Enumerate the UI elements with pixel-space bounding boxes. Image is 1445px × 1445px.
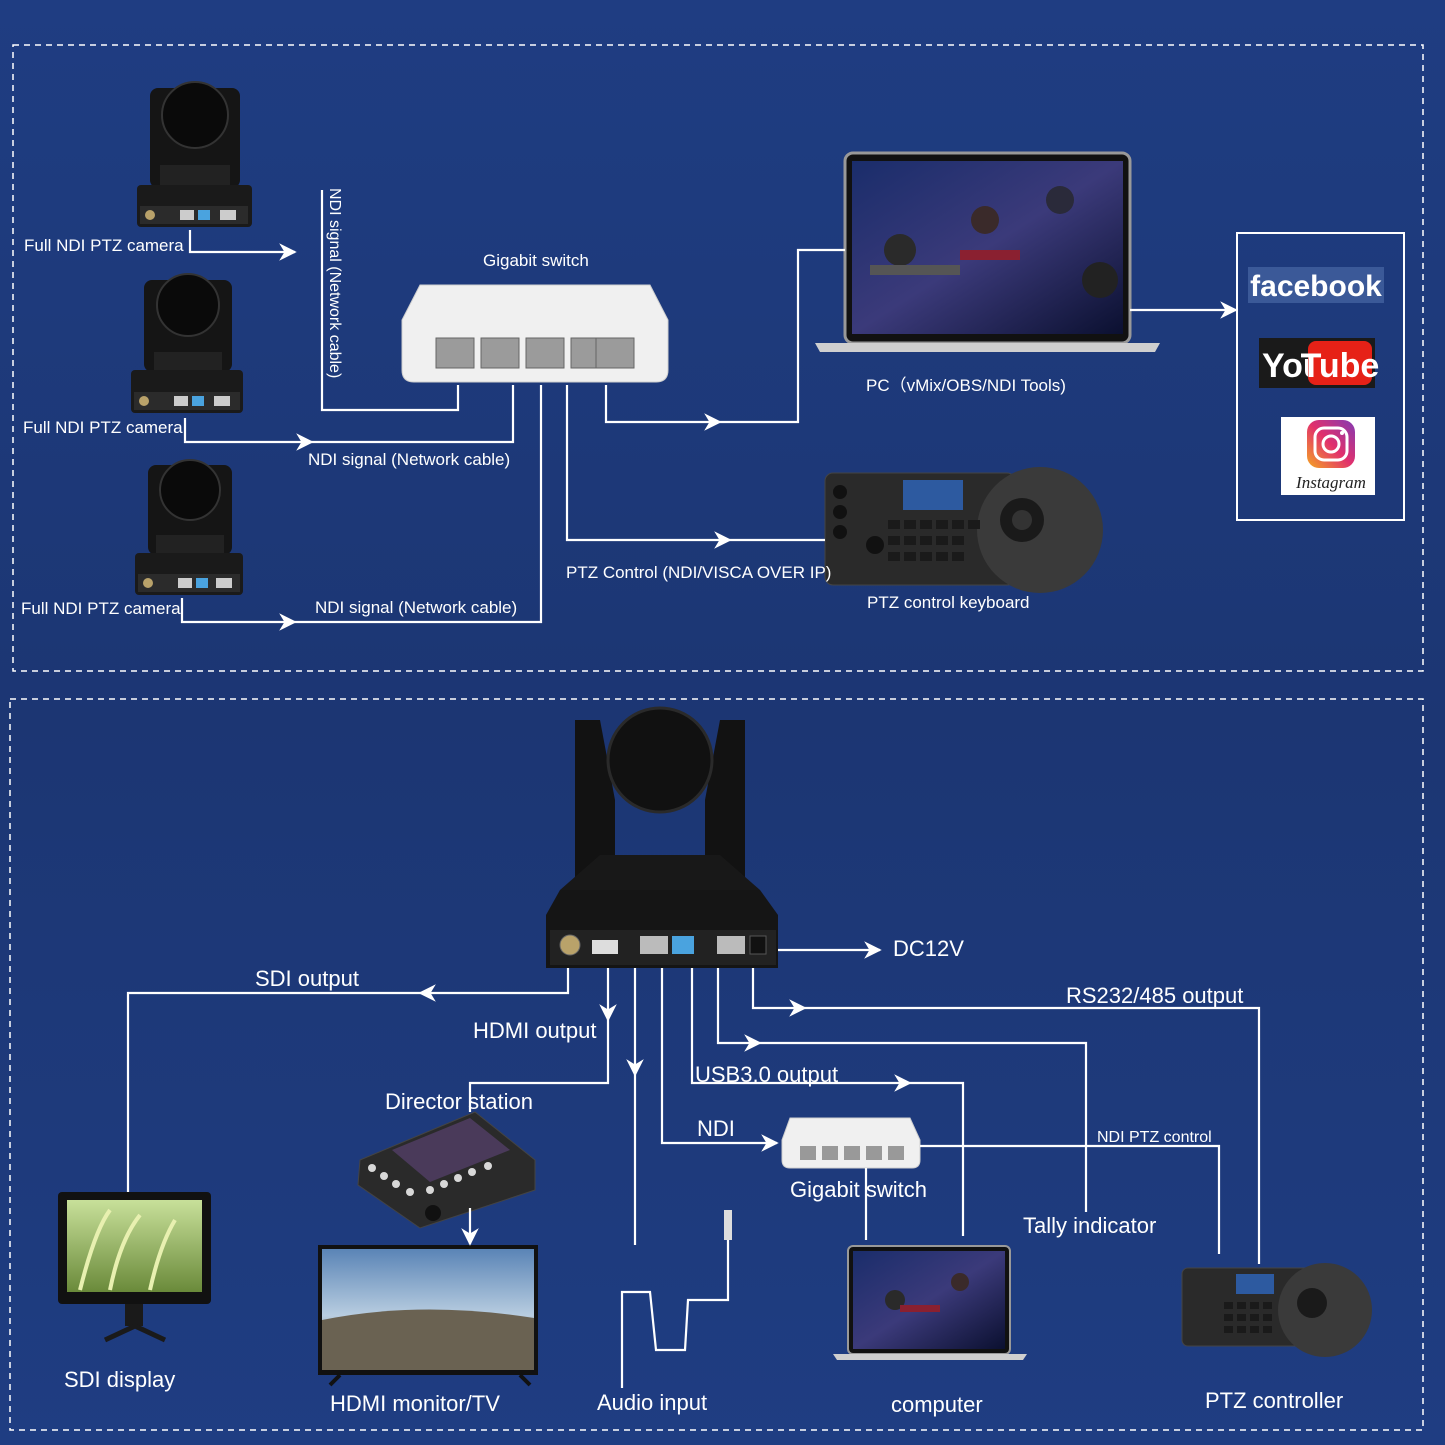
wire-switch-to-pc-arrow (604, 385, 722, 431)
camera-label-3: Full NDI PTZ camera (21, 599, 181, 618)
bottom-panel-border (9, 698, 1424, 1431)
wire-switch-to-pc (720, 248, 845, 424)
svg-text:Instagram: Instagram (1295, 473, 1366, 492)
rs-output-label: RS232/485 output (1066, 983, 1243, 1008)
ndi-label: NDI (697, 1116, 735, 1141)
streaming-platforms-box (1236, 232, 1405, 521)
director-station (357, 1111, 536, 1229)
ptz-camera-3 (135, 459, 243, 595)
wire-usb-arrow (690, 968, 912, 1092)
wire-sdi-to-display (126, 991, 420, 1192)
gigabit-switch-bottom (781, 1117, 921, 1169)
signal-label-3: NDI signal (Network cable) (315, 598, 517, 617)
signal-label-2: NDI signal (Network cable) (308, 450, 510, 469)
camera-label-1: Full NDI PTZ camera (24, 236, 184, 255)
wire-tally-arrow (716, 968, 762, 1052)
keyboard-label: PTZ control keyboard (867, 593, 1030, 612)
sdi-output-label: SDI output (255, 966, 359, 991)
wire-rs-to-controller (805, 1006, 1261, 1264)
facebook-logo: facebook (1248, 267, 1384, 303)
wire-cam2-arrow (183, 418, 314, 451)
gigabit-switch-top (401, 284, 669, 383)
ptz-controller (1181, 1263, 1372, 1357)
wire-tally (760, 1041, 1088, 1212)
wire-usb-to-computer (910, 1081, 965, 1236)
wire-sdi-arrow (418, 968, 570, 1002)
tally-label: Tally indicator (1023, 1213, 1156, 1238)
wire-cam3-arrow (180, 598, 297, 631)
switch-label-bottom: Gigabit switch (790, 1177, 927, 1202)
wire-cam3-to-switch (295, 385, 543, 624)
pc-label: PC（vMix/OBS/NDI Tools) (866, 376, 1066, 395)
ptz-camera-1 (137, 81, 252, 227)
hdmi-monitor-label: HDMI monitor/TV (330, 1391, 500, 1416)
sdi-display (58, 1192, 211, 1343)
wire-rs-arrow (751, 968, 807, 1017)
hdmi-monitor (318, 1245, 538, 1387)
ptz-controller-label: PTZ controller (1205, 1388, 1343, 1413)
computer-label: computer (891, 1392, 983, 1417)
switch-label-top: Gigabit switch (483, 251, 589, 270)
dc12v-label: DC12V (893, 936, 964, 961)
ndi-ptz-control-label: NDI PTZ control (1097, 1129, 1212, 1146)
audio-input-label: Audio input (597, 1390, 707, 1415)
director-station-label: Director station (385, 1089, 533, 1114)
instagram-logo: Instagram (1281, 417, 1375, 495)
wire-ndi-to-switch (660, 968, 779, 1152)
wire-cam1-vertical (320, 190, 460, 412)
camera-label-2: Full NDI PTZ camera (23, 418, 183, 437)
svg-text:Tube: Tube (1301, 347, 1380, 385)
usb-output-label: USB3.0 output (695, 1062, 838, 1087)
laptop-pc (815, 151, 1160, 352)
wire-cam1-to-switch (188, 230, 297, 261)
ptz-control-keyboard (824, 467, 1103, 593)
wire-switch-to-keyboard-arrow (565, 385, 732, 549)
audio-cable (620, 1240, 730, 1388)
top-panel-border (12, 44, 1424, 672)
audio-jack (724, 1210, 732, 1240)
vertical-signal-label: NDI signal (Network cable) (326, 188, 343, 378)
wire-cam2-to-switch (312, 385, 515, 444)
ptz-camera-main (546, 706, 778, 968)
ptz-camera-2 (131, 273, 243, 413)
svg-text:facebook: facebook (1250, 270, 1382, 303)
wire-switch-to-controller (920, 1144, 1221, 1254)
sdi-display-label: SDI display (64, 1367, 175, 1392)
computer-laptop (833, 1245, 1027, 1360)
ptz-control-label: PTZ Control (NDI/VISCA OVER IP) (566, 563, 831, 582)
youtube-logo: You Tube (1259, 338, 1379, 388)
wire-hdmi-to-director (468, 1020, 610, 1112)
hdmi-output-label: HDMI output (473, 1018, 597, 1043)
